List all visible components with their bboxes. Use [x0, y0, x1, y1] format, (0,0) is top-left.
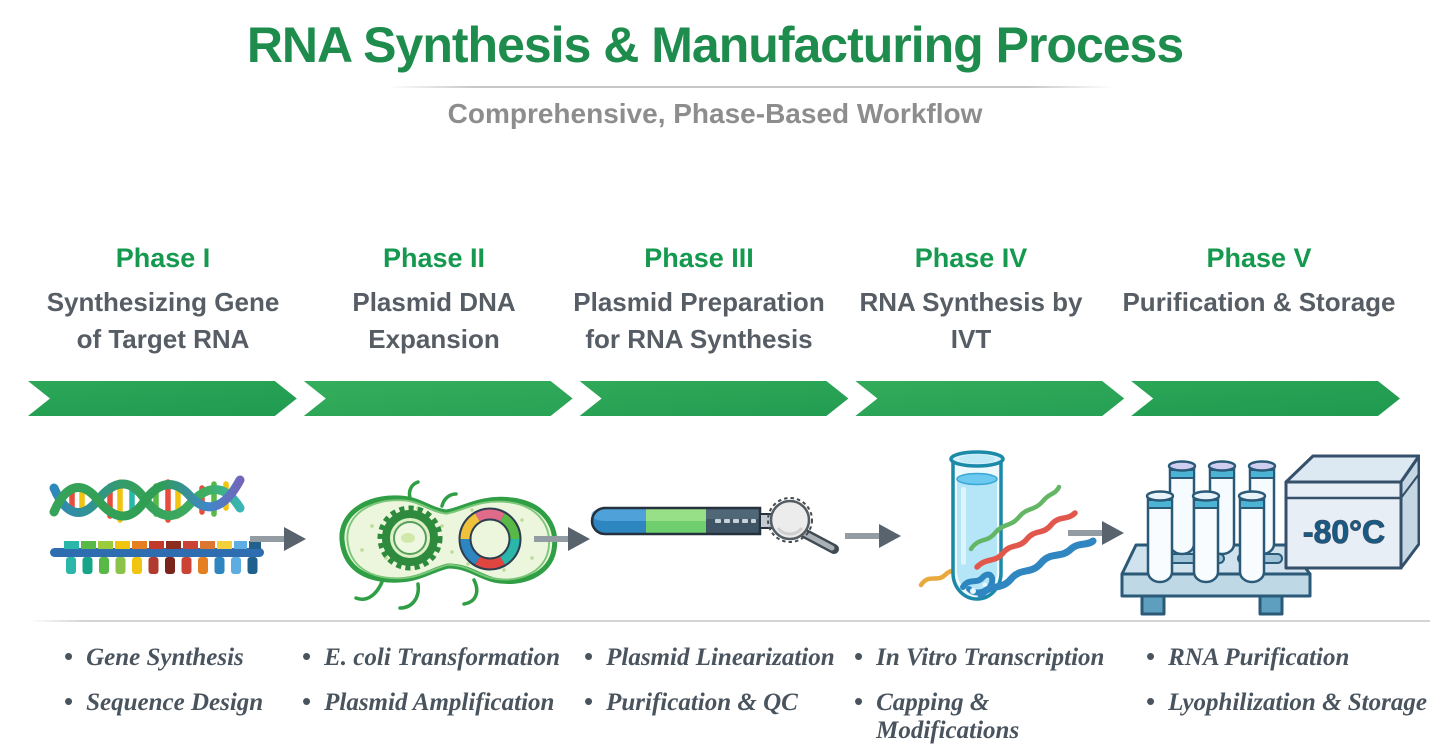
- bullet-icon: •: [302, 686, 312, 716]
- bullet-icon: •: [1146, 686, 1156, 716]
- bullet-icon: •: [64, 641, 74, 671]
- list-item: • Lyophilization & Storage: [1146, 686, 1427, 716]
- bullet-icon: •: [854, 641, 864, 671]
- list-item: • Purification & QC: [584, 686, 798, 716]
- page-subtitle: Comprehensive, Phase-Based Workflow: [447, 98, 983, 129]
- bullet-icon: •: [302, 641, 312, 671]
- restriction-cutter-icon: [767, 497, 839, 554]
- freezer-temperature-label: -80°C: [1303, 514, 1385, 550]
- chevron-phase-2: [304, 381, 573, 416]
- bullet-icon: •: [1146, 641, 1156, 671]
- list-item: • E. coli Transformation: [302, 641, 561, 671]
- phase-3-bullets: • Plasmid Linearization • Purification &…: [584, 642, 854, 732]
- gene-sequence-bar: [50, 541, 264, 574]
- phase-1-label: Phase I: [115, 243, 211, 273]
- e-coli-cell-icon: [339, 480, 558, 610]
- phase-4-name: RNA Synthesis by IVT: [859, 287, 1083, 354]
- chevron-phase-1: [28, 381, 297, 416]
- list-item: • Sequence Design: [64, 686, 264, 716]
- freezer-box: -80°C: [1284, 454, 1420, 570]
- list-item: • Plasmid Linearization: [584, 641, 835, 671]
- phase-4-header: Phase IV RNA Synthesis by IVT: [851, 243, 1091, 358]
- phase-chevron-band: [28, 381, 1400, 416]
- phase-3-header: Phase III Plasmid Preparation for RNA Sy…: [569, 243, 829, 358]
- phase-1-header: Phase I Synthesizing Gene of Target RNA: [38, 243, 288, 358]
- dna-double-helix-icon: [49, 475, 264, 574]
- phase-5-header: Phase V Purification & Storage: [1109, 243, 1409, 321]
- phase-5-bullets: • RNA Purification • Lyophilization & St…: [1146, 642, 1430, 732]
- list-item: • Capping & Modifications: [854, 686, 1020, 744]
- chevron-phase-4: [855, 381, 1124, 416]
- page-title: RNA Synthesis & Manufacturing Process: [246, 17, 1184, 73]
- phase-1-bullets: • Gene Synthesis • Sequence Design: [64, 642, 304, 732]
- bullet-icon: •: [584, 641, 594, 671]
- bullet-icon: •: [64, 686, 74, 716]
- list-item: • Plasmid Amplification: [302, 686, 555, 716]
- chevron-phase-5: [1131, 381, 1400, 416]
- sample-tubes: [1145, 460, 1277, 584]
- bullet-icon: •: [854, 686, 864, 716]
- section-divider: [28, 620, 1430, 622]
- linearized-plasmid-icon: [590, 497, 839, 554]
- bullet-icon: •: [584, 686, 594, 716]
- bacterial-chromosome-icon: [377, 505, 443, 571]
- phase-3-label: Phase III: [644, 243, 754, 273]
- list-item: • Gene Synthesis: [64, 641, 244, 671]
- phase-2-name: Plasmid DNA Expansion: [352, 287, 516, 354]
- flow-arrow-icon: [534, 527, 590, 551]
- ivt-test-tube-icon: [918, 450, 1097, 601]
- flow-arrow-icon: [845, 524, 901, 548]
- phase-2-label: Phase II: [382, 243, 486, 273]
- chevron-phase-3: [580, 381, 849, 416]
- phase-3-name: Plasmid Preparation for RNA Synthesis: [573, 287, 825, 354]
- plasmid-ring-icon: [458, 507, 522, 571]
- storage-rack-and-freezer-icon: -80°C: [1120, 454, 1420, 616]
- phase-4-label: Phase IV: [914, 243, 1028, 273]
- title-divider: [388, 86, 1114, 88]
- test-tube: [949, 450, 1005, 601]
- list-item: • RNA Purification: [1146, 641, 1350, 671]
- phase-5-label: Phase V: [1206, 243, 1312, 273]
- flow-arrow-icon: [1068, 521, 1124, 545]
- list-item: • In Vitro Transcription: [854, 641, 1105, 671]
- flow-arrow-icon: [250, 527, 306, 551]
- phase-5-name: Purification & Storage: [1122, 287, 1396, 317]
- phase-2-bullets: • E. coli Transformation • Plasmid Ampli…: [302, 642, 572, 732]
- phase-2-header: Phase II Plasmid DNA Expansion: [329, 243, 539, 358]
- phase-1-name: Synthesizing Gene of Target RNA: [46, 287, 280, 354]
- phase-4-bullets: • In Vitro Transcription • Capping & Mod…: [854, 642, 1134, 748]
